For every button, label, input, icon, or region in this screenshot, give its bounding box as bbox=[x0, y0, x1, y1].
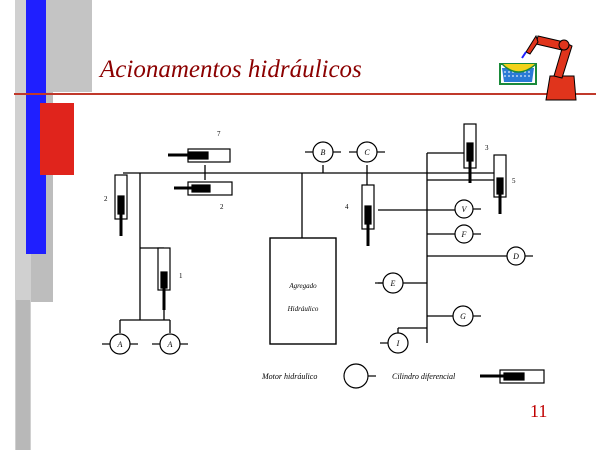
label-f: F bbox=[461, 230, 467, 239]
number-7: 7 bbox=[217, 130, 221, 138]
label-d: D bbox=[512, 252, 519, 261]
label-i: I bbox=[396, 339, 400, 348]
red-block bbox=[40, 103, 74, 175]
number-3: 3 bbox=[485, 144, 489, 152]
title-underline bbox=[14, 93, 596, 95]
cylinder-5 bbox=[493, 154, 507, 214]
cylinder-7 bbox=[168, 148, 231, 163]
label-b: B bbox=[321, 148, 326, 157]
gray-bar-thin bbox=[16, 300, 30, 450]
number-2-left: 2 bbox=[104, 195, 108, 203]
number-1: 1 bbox=[179, 272, 183, 280]
number-4: 4 bbox=[345, 203, 349, 211]
label-g: G bbox=[460, 312, 466, 321]
legend-motor-label: Motor hidráulico bbox=[261, 372, 317, 381]
label-a-left: A bbox=[117, 340, 123, 349]
label-v: V bbox=[462, 205, 468, 214]
cylinder-2-vertical bbox=[114, 174, 128, 236]
cylinder-3 bbox=[463, 123, 477, 183]
number-2-mid: 2 bbox=[220, 203, 224, 211]
number-5: 5 bbox=[512, 177, 516, 185]
legend-motor-symbol bbox=[343, 363, 369, 389]
power-unit-box bbox=[269, 237, 337, 345]
label-e: E bbox=[390, 279, 396, 288]
label-c: C bbox=[364, 148, 370, 157]
page-number: 11 bbox=[530, 401, 548, 421]
power-unit-label-2: Hidráulico bbox=[287, 305, 319, 313]
legend-cylinder-label: Cilindro diferencial bbox=[392, 372, 456, 381]
label-a-right: A bbox=[167, 340, 173, 349]
cylinder-4 bbox=[361, 184, 375, 246]
power-unit-label-1: Agregado bbox=[288, 282, 317, 290]
slide-title: Acionamentos hidráulicos bbox=[100, 56, 362, 83]
legend-cylinder-symbol bbox=[480, 369, 545, 384]
gray-bar-wide bbox=[46, 0, 92, 92]
cylinder-1 bbox=[157, 247, 171, 310]
blue-bar bbox=[26, 0, 46, 254]
robot-arm-icon bbox=[499, 34, 577, 101]
cylinder-2-horizontal bbox=[174, 181, 233, 196]
